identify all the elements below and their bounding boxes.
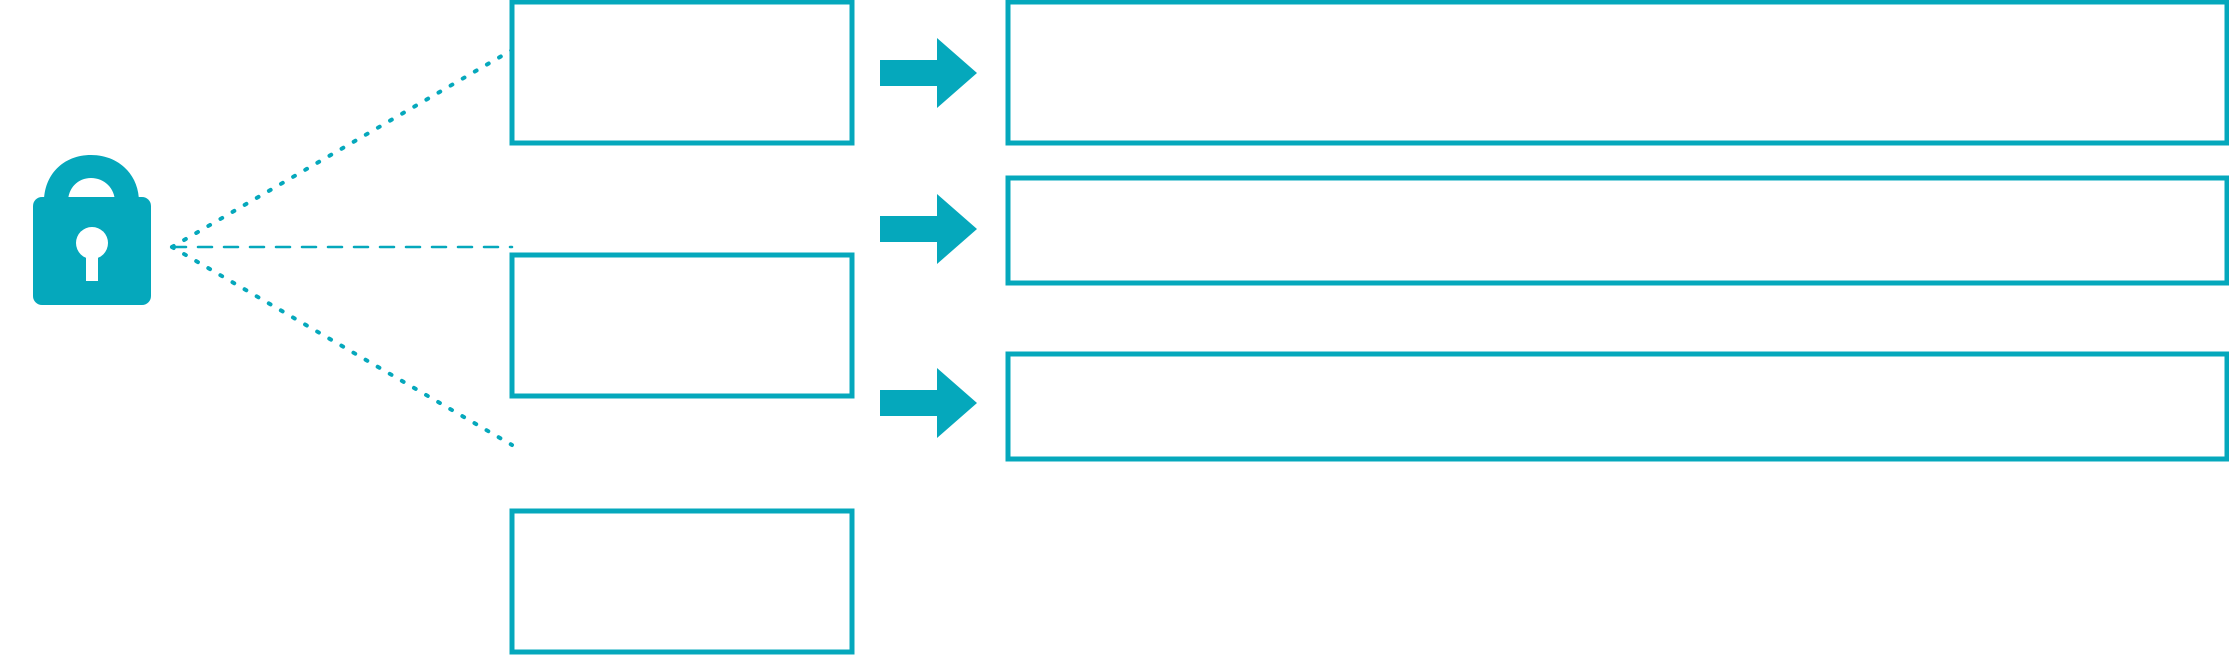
lock-icon-hit[interactable] xyxy=(33,155,151,305)
connector-line-top xyxy=(170,48,514,249)
right-arrow-icon[interactable] xyxy=(880,368,977,438)
right-box-row-3-hit[interactable] xyxy=(1008,354,2227,459)
right-box-row-1-label xyxy=(1013,7,2222,138)
left-box-row-3-hit[interactable] xyxy=(512,511,852,652)
connector-line-bottom xyxy=(170,245,514,447)
arrow-group xyxy=(880,38,977,438)
right-box-row-3[interactable] xyxy=(1005,351,2229,462)
left-box-row-3[interactable] xyxy=(509,508,855,655)
right-arrow-icon[interactable] xyxy=(880,194,977,264)
right-box-row-1-hit[interactable] xyxy=(1008,2,2227,143)
right-arrow-icon[interactable] xyxy=(880,38,977,108)
box-group xyxy=(509,0,2229,655)
left-box-row-2[interactable] xyxy=(509,252,855,399)
right-box-row-1[interactable] xyxy=(1005,0,2229,146)
right-box-row-2-label xyxy=(1013,183,2222,278)
lock-keyhole-icon xyxy=(76,227,108,281)
left-box-row-3-label xyxy=(517,516,847,647)
left-box-row-1-hit[interactable] xyxy=(512,2,852,143)
right-box-row-3-label xyxy=(1013,359,2222,454)
right-box-row-2[interactable] xyxy=(1005,175,2229,286)
lock-icon[interactable] xyxy=(33,155,151,305)
left-box-row-2-hit[interactable] xyxy=(512,255,852,396)
left-box-row-1-label xyxy=(517,7,847,138)
right-box-row-2-hit[interactable] xyxy=(1008,178,2227,283)
left-box-row-1[interactable] xyxy=(509,0,855,146)
left-box-row-2-label xyxy=(517,260,847,391)
connector-group xyxy=(170,48,514,447)
